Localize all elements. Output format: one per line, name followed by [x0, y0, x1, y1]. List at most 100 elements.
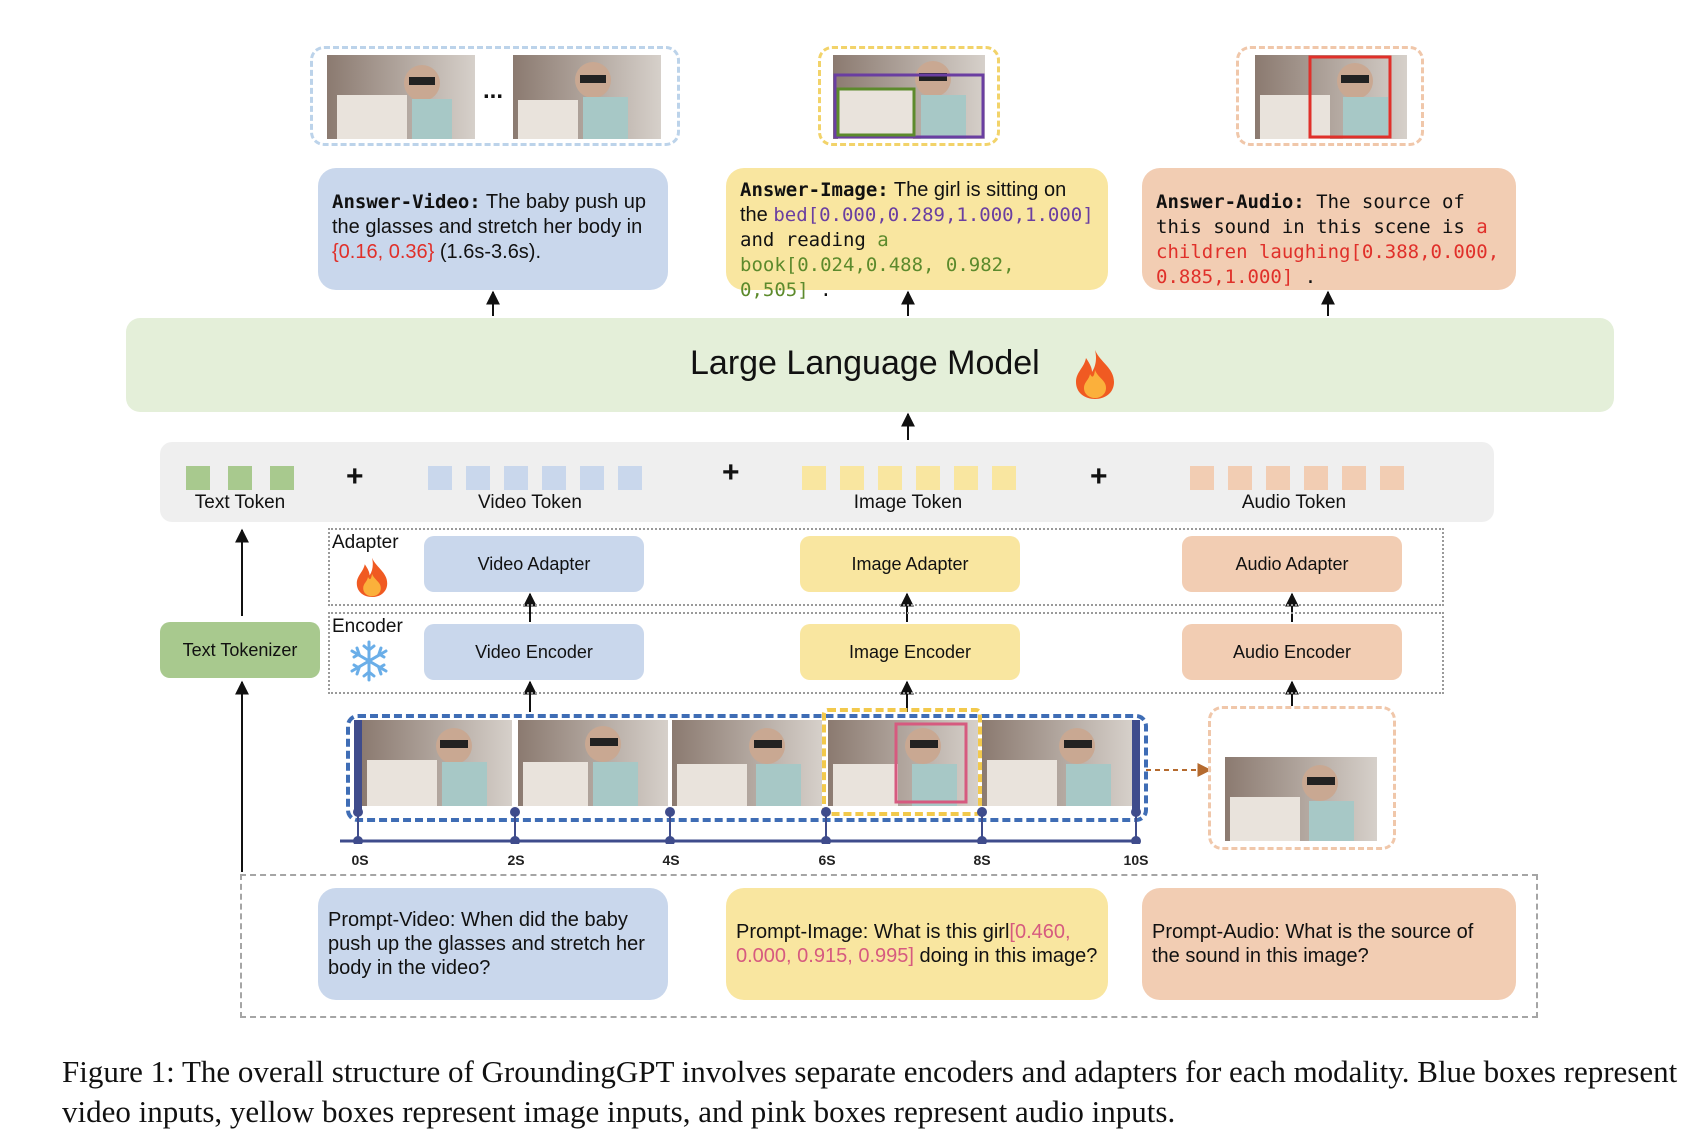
- image-adapter-label: Image Adapter: [851, 553, 969, 574]
- prompt-image-text2: doing in this image?: [913, 945, 1098, 967]
- tick-2s: 2S: [507, 852, 525, 868]
- image-token-3: [878, 466, 902, 490]
- encoder-label: Encoder: [332, 616, 403, 637]
- video-frame-thumb-1: [327, 55, 475, 139]
- adapter-region: [328, 528, 1444, 606]
- llm-label: Large Language Model: [690, 344, 1040, 382]
- audio-thumb: [1255, 55, 1407, 139]
- fire-icon: [1076, 350, 1114, 399]
- answer-video-highlight: {0.16, 0.36}: [332, 241, 435, 263]
- answer-video-frames: ...: [310, 46, 680, 146]
- text-token-3: [270, 466, 294, 490]
- answer-video-text2: (1.6s-3.6s).: [434, 241, 542, 263]
- figure-caption: Figure 1: The overall structure of Groun…: [62, 1054, 1678, 1129]
- audio-token-1: [1190, 466, 1214, 490]
- audio-token-2: [1228, 466, 1252, 490]
- answer-video-box: Answer-Video: The baby push up the glass…: [318, 168, 668, 290]
- video-input-frame: [346, 714, 1148, 822]
- timeline: [340, 807, 1141, 844]
- prompt-image-box: Prompt-Image: What is this girl[0.460, 0…: [726, 888, 1108, 1000]
- tick-6s: 6S: [818, 852, 836, 868]
- video-token-4: [542, 466, 566, 490]
- video-token-1: [428, 466, 452, 490]
- prompt-audio-box: Prompt-Audio: What is the source of the …: [1142, 888, 1516, 1000]
- answer-image-text1: The girl is sitting on the: [740, 179, 1067, 226]
- filmstrip-left-edge: [354, 720, 362, 812]
- prompt-audio-label: Prompt-Audio:: [1152, 921, 1280, 943]
- text-tokenizer-box: Text Tokenizer: [160, 622, 320, 678]
- token-row: Text Token + Video Token + Image Token +…: [160, 442, 1494, 522]
- answer-image-text3: .: [808, 279, 832, 301]
- audio-adapter-label: Audio Adapter: [1235, 553, 1349, 574]
- audio-token-6: [1380, 466, 1404, 490]
- video-token-label: Video Token: [478, 492, 582, 513]
- waveform-icon: [1227, 717, 1375, 751]
- image-encoder-label: Image Encoder: [848, 641, 972, 662]
- video-adapter-box: Video Adapter: [424, 536, 644, 592]
- answer-audio-text1: The source of this sound in this scene i…: [1156, 191, 1477, 238]
- image-token-6: [992, 466, 1016, 490]
- video-token-6: [618, 466, 642, 490]
- image-encoder-box: Image Encoder: [800, 624, 1020, 680]
- audio-input-thumb: [1225, 757, 1377, 841]
- video-token-5: [580, 466, 604, 490]
- prompt-audio-content: Prompt-Audio: What is the source of the …: [1152, 920, 1506, 968]
- prompt-image-label: Prompt-Image:: [736, 921, 869, 943]
- answer-audio-highlight: a children laughing[0.388,0.000, 0.885,1…: [1156, 216, 1500, 288]
- image-token-5: [954, 466, 978, 490]
- answer-image-highlight1: bed[0.000,0.289,1.000,1.000]: [773, 204, 1094, 226]
- image-token-label: Image Token: [853, 492, 963, 513]
- filmstrip-frame-5: [982, 720, 1132, 806]
- video-token-2: [466, 466, 490, 490]
- prompt-video-box: Prompt-Video: When did the baby push up …: [318, 888, 668, 1000]
- filmstrip-frame-1: [362, 720, 512, 806]
- image-input-frame: [822, 708, 982, 816]
- filmstrip-right-edge: [1132, 720, 1140, 812]
- llm-box: Large Language Model: [126, 318, 1614, 412]
- prompt-video-label: Prompt-Video:: [328, 909, 456, 931]
- audio-input-frame: [1208, 706, 1396, 850]
- text-token-label: Text Token: [194, 492, 286, 513]
- audio-adapter-box: Audio Adapter: [1182, 536, 1402, 592]
- answer-audio-label: Answer-Audio:: [1156, 191, 1305, 213]
- audio-token-3: [1266, 466, 1290, 490]
- prompt-video-content: Prompt-Video: When did the baby push up …: [328, 908, 658, 980]
- fire-icon: [356, 557, 388, 597]
- encoder-region: [328, 612, 1444, 694]
- prompt-region: [240, 874, 1538, 1018]
- prompt-video-text: When did the baby push up the glasses an…: [328, 909, 645, 979]
- tick-0s: 0S: [351, 852, 369, 868]
- answer-image-highlight2: a book[0.024,0.488, 0.982, 0,505]: [740, 229, 1015, 301]
- ellipsis: ...: [483, 77, 504, 104]
- video-adapter-label: Video Adapter: [477, 553, 591, 574]
- video-encoder-label: Video Encoder: [475, 641, 593, 662]
- plus-1: +: [346, 460, 364, 493]
- tick-4s: 4S: [662, 852, 680, 868]
- video-encoder-box: Video Encoder: [424, 624, 644, 680]
- text-token-1: [186, 466, 210, 490]
- filmstrip-frame-2: [518, 720, 668, 806]
- image-adapter-box: Image Adapter: [800, 536, 1020, 592]
- image-token-2: [840, 466, 864, 490]
- prompt-image-highlight: [0.460, 0.000, 0.915, 0.995]: [736, 921, 1071, 967]
- filmstrip-frame-3: [672, 720, 822, 806]
- answer-video-text1: The baby push up the glasses and stretch…: [332, 191, 647, 238]
- video-frame-thumb-2: [513, 55, 661, 139]
- video-token-3: [504, 466, 528, 490]
- answer-audio-frame: [1236, 46, 1424, 146]
- image-token-4: [916, 466, 940, 490]
- audio-encoder-box: Audio Encoder: [1182, 624, 1402, 680]
- image-token-1: [802, 466, 826, 490]
- answer-image-text2: and reading: [740, 229, 878, 251]
- tick-8s: 8S: [973, 852, 991, 868]
- snowflake-icon: [350, 640, 388, 682]
- answer-image-box: Answer-Image: The girl is sitting on the…: [726, 168, 1108, 301]
- answer-audio-box: Answer-Audio: The source of this sound i…: [1142, 168, 1516, 290]
- audio-encoder-label: Audio Encoder: [1232, 641, 1352, 662]
- audio-token-5: [1342, 466, 1366, 490]
- tick-10s: 10S: [1123, 852, 1149, 868]
- filmstrip-frame-4: [828, 720, 978, 806]
- image-thumb: [833, 55, 985, 139]
- plus-3: +: [1090, 460, 1108, 493]
